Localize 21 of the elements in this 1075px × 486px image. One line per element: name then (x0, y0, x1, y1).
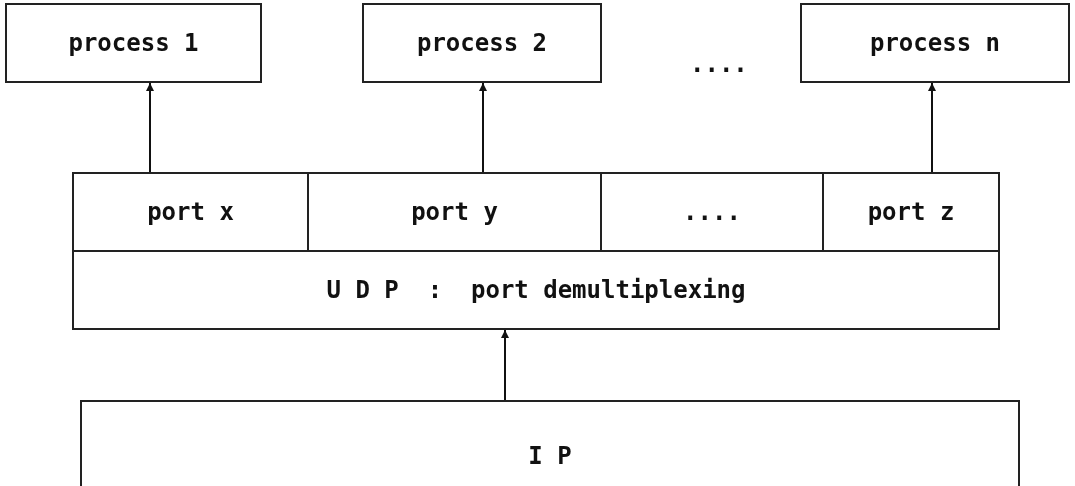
box (80, 400, 1020, 486)
box (800, 3, 1070, 83)
box (72, 172, 309, 252)
arrow (928, 82, 936, 173)
box (72, 250, 1000, 330)
box-label: I P (528, 442, 572, 470)
box-label: process 2 (416, 29, 547, 57)
box-label: .... (683, 198, 741, 226)
box-label: port z (867, 198, 955, 226)
box (5, 3, 262, 83)
box (362, 3, 602, 83)
box-label: process n (869, 29, 1000, 57)
box-label: port y (411, 198, 498, 226)
box (822, 172, 1000, 252)
box-label: port x (147, 198, 234, 226)
arrow (479, 82, 487, 173)
ellipsis-label: .... (690, 50, 748, 78)
box-label: U D P : port demultiplexing (326, 276, 746, 304)
arrow (501, 329, 509, 401)
arrow (146, 82, 154, 173)
box-label: process 1 (68, 29, 199, 57)
